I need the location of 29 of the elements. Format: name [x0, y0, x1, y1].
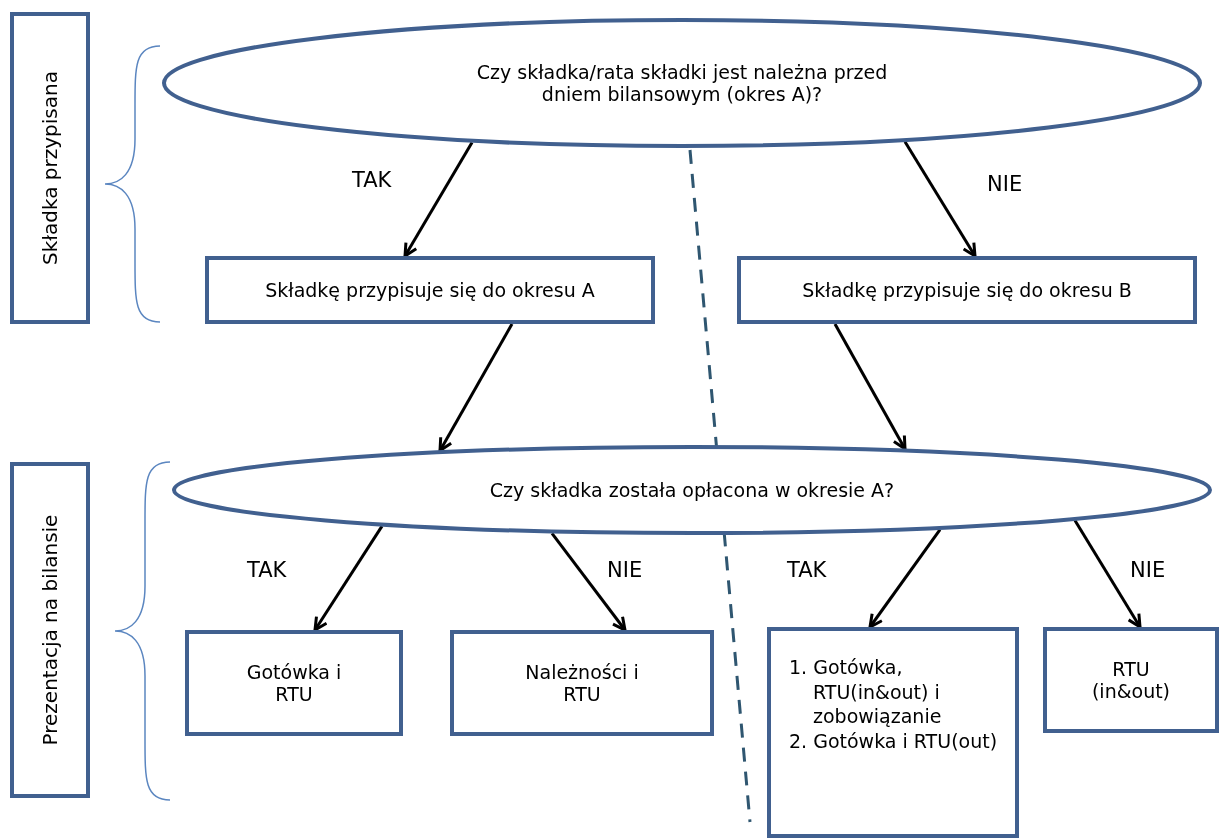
- section-label: Składka przypisana: [38, 71, 62, 265]
- arrow: [903, 140, 977, 258]
- node-text: 2. Gotówka i RTU(out): [789, 729, 998, 754]
- arrow: [868, 528, 942, 629]
- section-label: Prezentacja na bilansie: [38, 514, 62, 746]
- process-box: [205, 256, 655, 324]
- section-label-box: [10, 462, 90, 798]
- node-text: Czy składka została opłacona w okresie A?: [489, 479, 895, 501]
- node-text: Składkę przypisuje się do okresu B: [802, 279, 1132, 301]
- process-box: [1043, 627, 1219, 733]
- node-text: Należności i RTU: [524, 661, 640, 705]
- arrow: [833, 323, 907, 451]
- decision-ellipse: [172, 445, 1212, 535]
- node-text: Składkę przypisuje się do okresu A: [265, 279, 595, 301]
- node-text: Czy składka/rata składki jest należna przed dniem bilansowym (okres A)?: [475, 61, 889, 105]
- arrow: [438, 323, 514, 453]
- process-box: [185, 630, 403, 736]
- process-box: [767, 627, 1019, 838]
- section-label-box: [10, 12, 90, 324]
- decision-ellipse: [162, 18, 1202, 148]
- arrow: [403, 141, 474, 258]
- node-text: RTU (in&out): [1090, 658, 1172, 702]
- arrow: [313, 525, 384, 632]
- arrow: [550, 532, 627, 632]
- process-box: [737, 256, 1197, 324]
- process-box: [450, 630, 714, 736]
- node-text: Gotówka i RTU: [245, 661, 343, 705]
- node-text: 1. Gotówka, RTU(in&out) i zobowiązanie: [789, 655, 943, 730]
- arrow: [1073, 519, 1142, 629]
